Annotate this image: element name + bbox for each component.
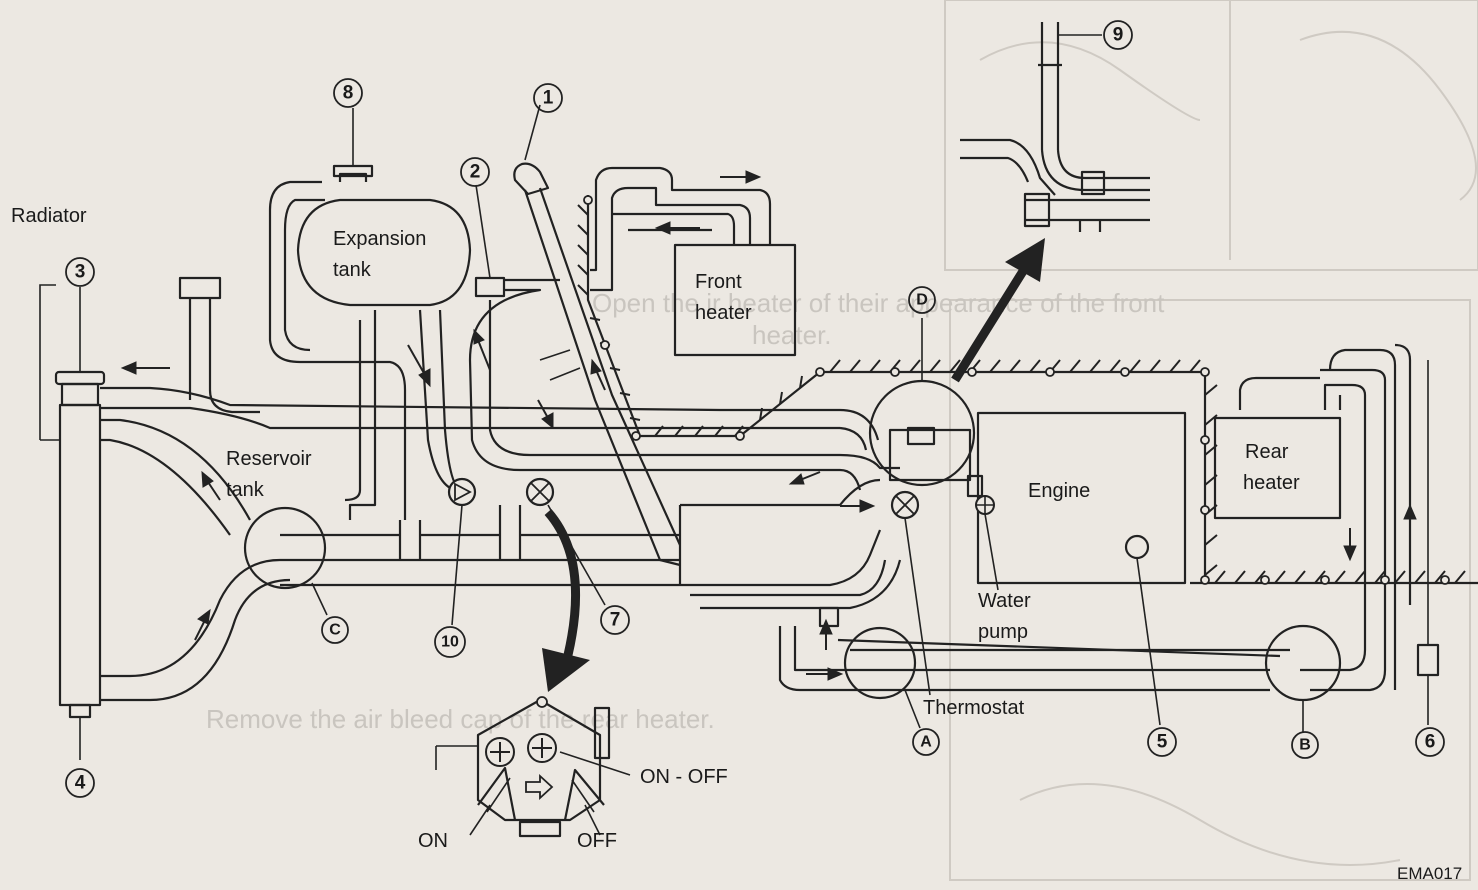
valve-on-off-label: ON - OFF xyxy=(640,766,728,788)
rear-heater-label-1: Rear xyxy=(1245,441,1289,463)
valve-on-label: ON xyxy=(418,830,448,852)
rear-heater-label-2: heater xyxy=(1243,472,1300,494)
callout-6: 6 xyxy=(1415,727,1445,757)
check-valve-10 xyxy=(447,477,477,507)
detail-circle-c xyxy=(243,506,328,616)
svg-text:6: 6 xyxy=(1425,732,1436,753)
valve-detail xyxy=(435,696,631,838)
background-text-1b: heater. xyxy=(752,320,832,350)
callout-3: 3 xyxy=(65,257,95,287)
callout-c: C xyxy=(321,616,349,644)
body-rivets xyxy=(583,195,1450,585)
svg-text:8: 8 xyxy=(343,83,354,104)
body-hatch-top xyxy=(829,359,1201,373)
callout-10: 10 xyxy=(434,626,466,658)
text-labels: Radiator Expansion tank Reservoir tank F… xyxy=(11,205,1462,883)
heater-valve-7 xyxy=(525,477,555,507)
callout-d: D xyxy=(908,286,936,314)
big-arrow-to-inset xyxy=(951,238,1045,383)
background-text-2: Remove the air bleed cap of the rear hea… xyxy=(206,704,715,734)
svg-text:D: D xyxy=(916,292,928,309)
svg-text:7: 7 xyxy=(610,610,621,631)
radiator-label: Radiator xyxy=(11,205,87,227)
svg-text:A: A xyxy=(920,734,932,751)
vehicle-body-hatching xyxy=(577,195,1478,585)
svg-text:4: 4 xyxy=(75,773,86,794)
engine-label: Engine xyxy=(1028,480,1090,502)
detail-circle-a xyxy=(843,626,921,729)
callout-5: 5 xyxy=(1147,727,1177,757)
expansion-tank-label-2: tank xyxy=(333,259,372,281)
reservoir-tank-label-1: Reservoir xyxy=(226,448,312,470)
svg-text:3: 3 xyxy=(75,262,86,283)
big-arrow-to-valve-detail xyxy=(542,509,590,692)
callout-9: 9 xyxy=(1103,20,1133,50)
leader-lines xyxy=(79,104,1161,726)
inset-detail-9 xyxy=(960,22,1150,232)
thermostat-label: Thermostat xyxy=(923,697,1025,719)
svg-text:B: B xyxy=(1299,737,1311,754)
water-pump-symbol xyxy=(975,495,995,515)
radiator xyxy=(39,284,106,760)
callout-4: 4 xyxy=(65,768,95,798)
svg-text:1: 1 xyxy=(543,88,554,109)
coolant-pipes xyxy=(100,162,1440,725)
reservoir-tank-label-2: tank xyxy=(226,479,265,501)
detail-circle-b xyxy=(1264,624,1342,733)
svg-text:5: 5 xyxy=(1157,732,1168,753)
callout-2: 2 xyxy=(460,157,490,187)
callout-8: 8 xyxy=(333,78,363,108)
callout-1: 1 xyxy=(533,83,563,113)
callout-a: A xyxy=(912,728,940,756)
svg-text:10: 10 xyxy=(441,634,459,651)
rear-heater xyxy=(1213,416,1342,520)
figure-code: EMA017 xyxy=(1397,864,1462,883)
front-heater-label-2: heater xyxy=(695,302,752,324)
water-pump-label-1: Water xyxy=(978,590,1031,612)
background-show-through: Open the ir heater of their appearance o… xyxy=(206,0,1478,881)
reservoir-tank xyxy=(178,276,260,414)
flow-arrows xyxy=(120,170,1417,681)
water-pump-label-2: pump xyxy=(978,621,1028,643)
valve-near-thermostat xyxy=(890,490,920,520)
front-heater xyxy=(673,243,797,357)
detail-circle-d xyxy=(868,318,976,487)
front-heater-label-1: Front xyxy=(695,271,742,293)
svg-text:9: 9 xyxy=(1113,25,1124,46)
expansion-tank-label-1: Expansion xyxy=(333,228,426,250)
svg-text:2: 2 xyxy=(470,162,481,183)
svg-text:C: C xyxy=(329,622,341,639)
background-text-1: Open the ir heater of their appearance o… xyxy=(592,288,1165,318)
valve-off-label: OFF xyxy=(577,830,617,852)
callout-b: B xyxy=(1291,731,1319,759)
callout-7: 7 xyxy=(600,605,630,635)
